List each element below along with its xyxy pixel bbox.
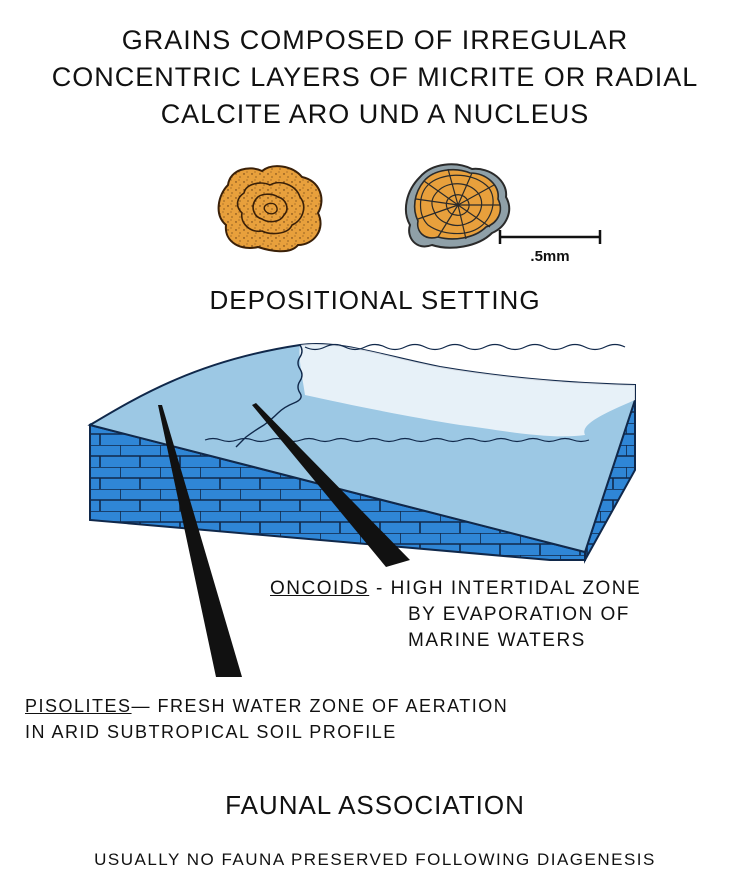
depositional-block-diagram [87, 343, 636, 677]
title-line-3: CALCITE ARO UND A NUCLEUS [160, 99, 590, 129]
pisolite-pointer [158, 405, 242, 677]
scale-label: .5mm [530, 248, 569, 265]
title-line-1: GRAINS COMPOSED OF IRREGULAR [121, 25, 629, 55]
shoreline [235, 344, 303, 448]
title: GRAINS COMPOSED OF IRREGULAR CONCENTRIC … [0, 22, 750, 133]
pisolite-grain [404, 163, 511, 249]
oncoid-line-3: MARINE WATERS [408, 630, 586, 651]
scale-bar: .5mm [498, 230, 602, 265]
grain-illustrations: .5mm [217, 163, 602, 265]
title-line-2: CONCENTRIC LAYERS OF MICRITE OR RADIAL [51, 62, 699, 92]
pisolite-label: PISOLITES— FRESH WATER ZONE OF AERATION … [25, 693, 508, 745]
oncoid-line-1: - HIGH INTERTIDAL ZONE [369, 578, 642, 599]
oncoid-grain [217, 165, 323, 253]
pisolite-line-1: — FRESH WATER ZONE OF AERATION [131, 696, 509, 716]
faunal-association-heading: FAUNAL ASSOCIATION [225, 790, 525, 820]
pisolite-line-2: IN ARID SUBTROPICAL SOIL PROFILE [25, 722, 397, 742]
oncoid-pointer [252, 403, 410, 567]
pisolite-term: PISOLITES [25, 696, 132, 716]
oncoid-label: ONCOIDS - HIGH INTERTIDAL ZONE BY EVAPOR… [270, 576, 641, 654]
supratidal-zone [299, 344, 635, 437]
oncoid-line-2: BY EVAPORATION OF [408, 604, 630, 625]
oncoid-term: ONCOIDS [270, 578, 370, 599]
faunal-association-text: USUALLY NO FAUNA PRESERVED FOLLOWING DIA… [94, 850, 656, 869]
wave-crest [304, 343, 626, 351]
depositional-setting-heading: DEPOSITIONAL SETTING [209, 285, 541, 315]
tidal-flat-edge [204, 437, 590, 443]
